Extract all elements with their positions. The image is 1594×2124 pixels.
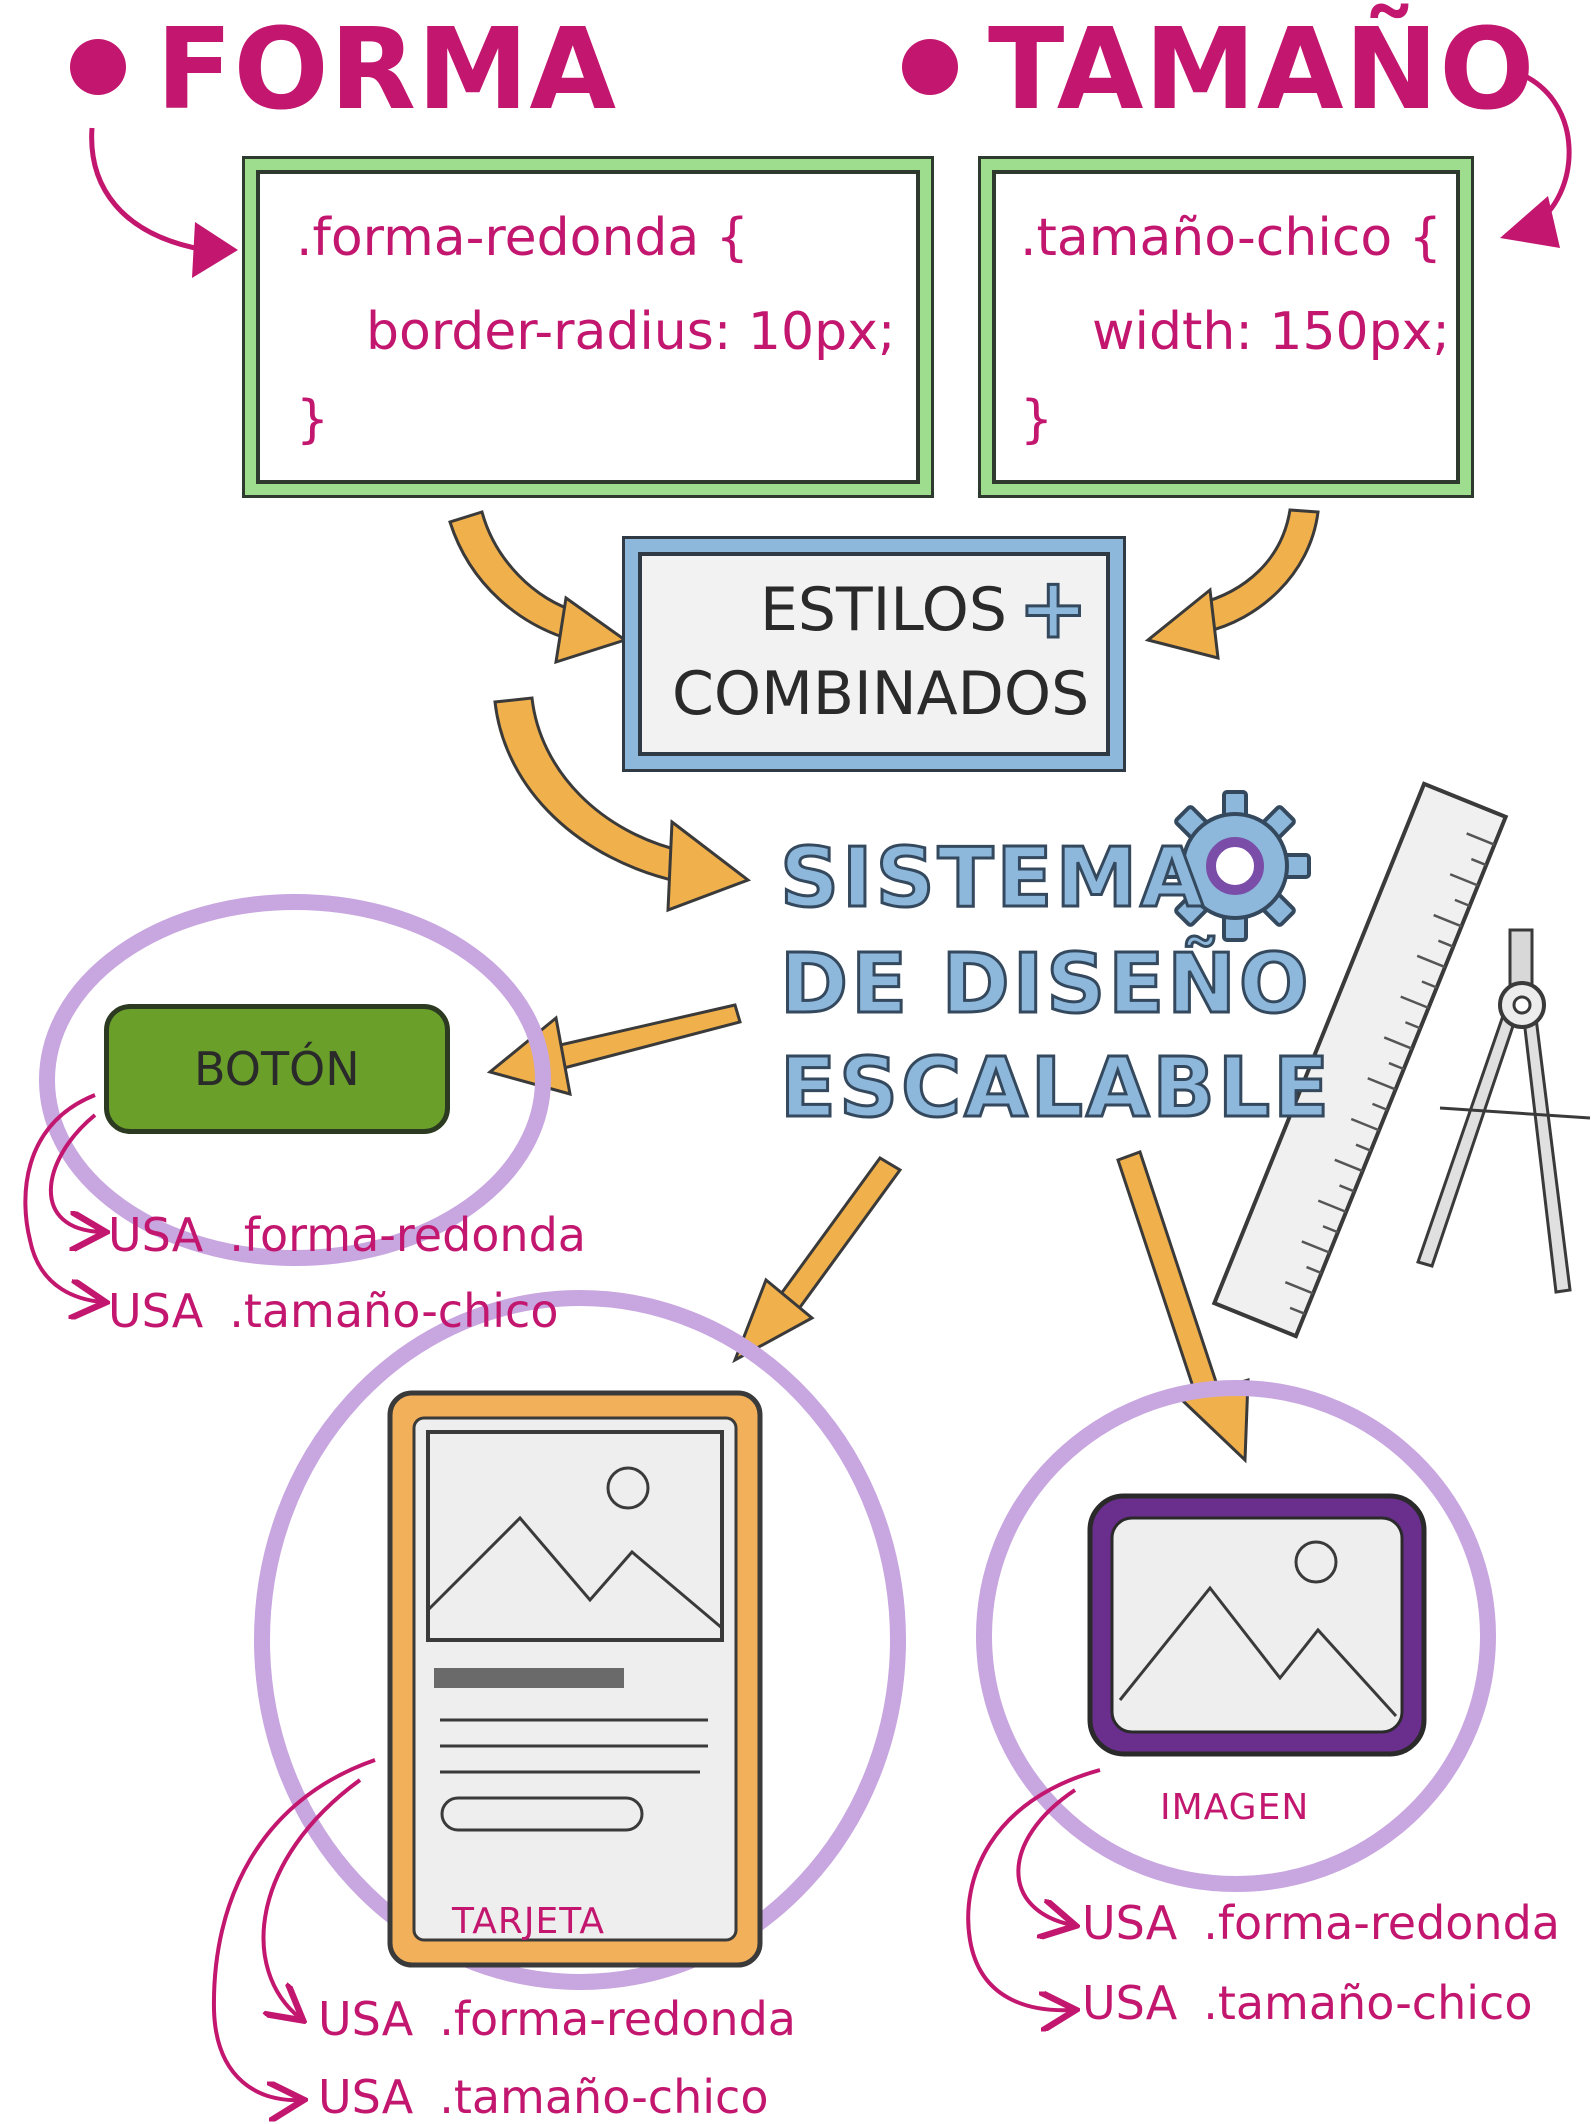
forma-close-brace: }: [296, 390, 330, 450]
usage-class: .forma-redonda: [439, 1992, 796, 2046]
usage-class: .forma-redonda: [1203, 1896, 1560, 1950]
tamano-title-text: TAMAÑO: [988, 5, 1536, 135]
card-usage-2: USA.tamaño-chico: [318, 2074, 768, 2120]
forma-title: FORMA: [70, 14, 617, 126]
usage-class: .tamaño-chico: [229, 1284, 559, 1338]
combined-styles-box: [622, 536, 1126, 772]
system-line-3: ESCALABLE: [778, 1041, 1333, 1136]
usage-class: .tamaño-chico: [439, 2070, 769, 2124]
orange-arrows: [448, 508, 1320, 1464]
image-illustration: [1087, 1493, 1427, 1757]
forma-arrow: [89, 127, 206, 253]
plus-icon: +: [1016, 559, 1089, 657]
image-circle: [976, 1380, 1496, 1892]
usage-keyword: USA: [318, 2070, 414, 2124]
bullet-dot-icon: [70, 39, 126, 96]
button-usage-1: USA.forma-redonda: [108, 1212, 586, 1258]
bullet-dot-icon: [902, 39, 958, 96]
sample-button: [104, 1004, 450, 1134]
image-usage-1: USA.forma-redonda: [1082, 1900, 1560, 1946]
forma-selector: .forma-redonda {: [296, 208, 749, 268]
card-illustration: [387, 1390, 763, 1968]
tamano-close-brace: }: [1020, 390, 1054, 450]
usage-class: .tamaño-chico: [1203, 1976, 1533, 2030]
landscape-image-icon: [426, 1430, 724, 1642]
landscape-image-icon: [1118, 1540, 1398, 1718]
forma-title-text: FORMA: [156, 5, 618, 135]
forma-arrow-head: [192, 222, 238, 278]
tamano-declaration: width: 150px;: [1092, 302, 1450, 362]
tamano-arrow-head: [1500, 196, 1560, 248]
usage-class: .forma-redonda: [229, 1208, 586, 1262]
usage-keyword: USA: [108, 1208, 204, 1262]
card-label: TARJETA: [452, 1901, 606, 1942]
ruler-icon: [1211, 781, 1509, 1339]
usage-connectors: [23, 1093, 1101, 2100]
button-usage-2: USA.tamaño-chico: [108, 1288, 558, 1334]
tamano-selector: .tamaño-chico {: [1020, 208, 1442, 268]
usage-keyword: USA: [1082, 1896, 1178, 1950]
image-label: IMAGEN: [1160, 1787, 1310, 1828]
usage-keyword: USA: [108, 1284, 204, 1338]
button-label: BOTÓN: [194, 1042, 360, 1096]
system-line-2: DE DISEÑO: [779, 937, 1312, 1032]
usage-keyword: USA: [1082, 1976, 1178, 2030]
combined-line-1: ESTILOS: [760, 575, 1007, 645]
forma-code-box: [242, 156, 934, 498]
usage-keyword: USA: [318, 1992, 414, 2046]
gear-icon: [1159, 790, 1311, 942]
tamano-title: TAMAÑO: [902, 14, 1535, 126]
card-circle: [254, 1290, 906, 1990]
system-line-1: SISTEMA: [779, 831, 1207, 926]
forma-declaration: border-radius: 10px;: [366, 302, 896, 362]
tamano-code-box: [978, 156, 1474, 498]
combined-line-2: COMBINADOS: [672, 659, 1090, 729]
image-usage-2: USA.tamaño-chico: [1082, 1980, 1532, 2026]
compass-icon: [1416, 928, 1591, 1294]
card-usage-1: USA.forma-redonda: [318, 1996, 796, 2042]
button-circle: [39, 894, 551, 1266]
